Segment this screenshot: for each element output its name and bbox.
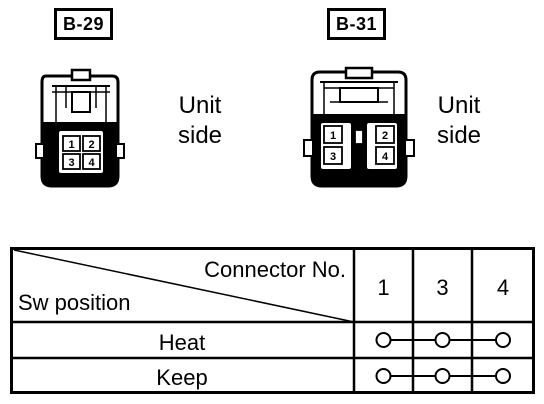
b31-side-label-line2: side: [437, 122, 482, 149]
b29-pin-4: 4: [88, 157, 95, 169]
header-connector-no: Connector No.: [204, 257, 346, 282]
row-label-heat: Heat: [159, 330, 205, 355]
b29-side-label-line1: Unit: [178, 92, 222, 119]
b29-pin-2: 2: [88, 139, 94, 151]
connector-b31-drawing: 1 2 3 4: [303, 66, 415, 188]
continuity-terminal: [375, 368, 392, 384]
b31-pin-4: 4: [382, 151, 389, 163]
row-label-keep: Keep: [156, 365, 207, 390]
connector-b29-drawing: 1 2 3 4: [35, 68, 125, 188]
continuity-keep: [375, 368, 511, 384]
continuity-terminal: [495, 368, 511, 384]
pin-column-header: 3: [436, 275, 448, 300]
b29-pin-3: 3: [68, 157, 74, 169]
continuity-terminal: [434, 332, 451, 348]
switch-table-svg: Connector No. Sw position 1 3 4 Heat Kee…: [10, 247, 535, 394]
b31-pin-1: 1: [330, 130, 336, 142]
connector-code-b31: B-31: [327, 8, 387, 40]
b29-pin-1: 1: [68, 139, 74, 151]
continuity-terminal: [434, 368, 451, 384]
pin-column-header: 4: [497, 275, 509, 300]
continuity-heat: [375, 332, 511, 348]
continuity-terminal: [375, 332, 392, 348]
pin-column-header: 1: [377, 275, 389, 300]
switch-continuity-table: Connector No. Sw position 1 3 4 Heat Kee…: [10, 247, 536, 397]
header-sw-position: Sw position: [18, 290, 131, 315]
connector-code-b29: B-29: [54, 8, 114, 40]
b31-side-label: Unit side: [437, 91, 481, 151]
continuity-terminal: [495, 332, 511, 348]
b29-side-label-line2: side: [178, 122, 223, 149]
b31-pin-2: 2: [382, 130, 388, 142]
b29-side-label: Unit side: [178, 91, 222, 151]
b31-side-label-line1: Unit: [437, 92, 481, 119]
b31-pin-3: 3: [330, 151, 336, 163]
